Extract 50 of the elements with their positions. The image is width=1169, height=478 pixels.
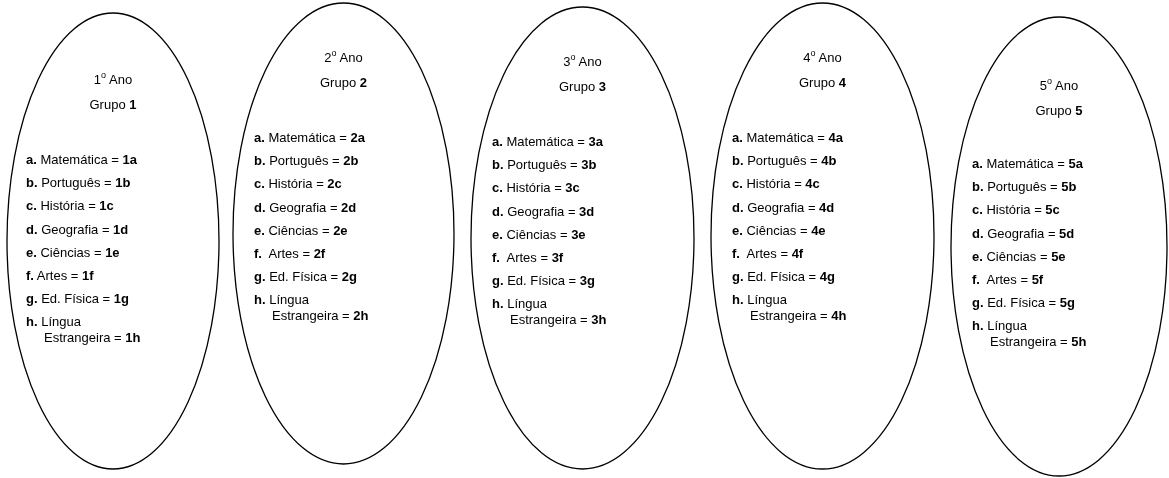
subject-code-item: d. Geografia = 1d: [26, 221, 130, 238]
subject-code-item: c. História = 3c: [492, 180, 581, 197]
subject-code-item: g. Ed. Física = 1g: [26, 291, 130, 308]
subject-code-item: b. Português = 4b: [732, 153, 838, 170]
subject-code-item: b. Português = 5b: [972, 179, 1078, 196]
subject-code-item: g. Ed. Física = 3g: [492, 273, 596, 290]
subject-code-item: g. Ed. Física = 5g: [972, 295, 1076, 312]
subject-code-item: a. Matemática = 3a: [492, 134, 604, 150]
group-heading: Grupo 2: [320, 75, 367, 90]
subject-code-item: e. Ciências = 1e: [26, 244, 121, 261]
subject-code-item: f. Artes = 5f: [972, 272, 1045, 288]
subject-code-item: e. Ciências = 2e: [254, 222, 349, 239]
subject-code-item: b. Português = 2b: [254, 153, 360, 170]
subject-code-item: c. História = 1c: [26, 198, 115, 215]
subject-code-item: c. História = 5c: [972, 202, 1061, 219]
subject-code-item: d. Geografia = 2d: [254, 199, 358, 216]
year-heading: 5$^{o}$ Ano: [1039, 78, 1079, 93]
year-heading: 2$^{o}$ Ano: [324, 50, 363, 65]
subject-code-item: f. Artes = 3f: [492, 250, 565, 266]
year-heading: 4$^{o}$ Ano: [803, 50, 842, 65]
subject-code-item: b. Português = 3b: [492, 157, 598, 174]
subject-code-item: g. Ed. Física = 2g: [254, 269, 358, 286]
group-heading: Grupo 3: [559, 79, 606, 94]
subject-code-item: g. Ed. Física = 4g: [732, 269, 836, 286]
subject-code-item: a. Matemática = 4a: [732, 130, 844, 146]
subject-code-item: f. Artes = 4f: [732, 246, 805, 262]
subject-code-item: h. Língua Estrangeira = 3h: [492, 296, 608, 329]
group-heading: Grupo 4: [799, 75, 846, 90]
subject-code-item: a. Matemática = 1a: [26, 152, 138, 168]
subject-code-item: e. Ciências = 3e: [492, 226, 587, 243]
subject-code-item: c. História = 2c: [254, 176, 343, 193]
year-heading: 1$^{o}$ Ano: [93, 72, 133, 87]
subject-code-item: f. Artes = 1f: [26, 268, 95, 284]
subject-code-item: d. Geografia = 5d: [972, 225, 1076, 242]
subject-code-item: d. Geografia = 3d: [492, 203, 596, 220]
subject-code-item: h. Língua Estrangeira = 1h: [26, 314, 142, 347]
subject-code-item: e. Ciências = 5e: [972, 248, 1067, 265]
subject-code-item: a. Matemática = 5a: [972, 156, 1084, 172]
year-heading: 3$^{o}$ Ano: [563, 54, 602, 69]
subject-code-item: c. História = 4c: [732, 176, 821, 193]
subject-code-item: h. Língua Estrangeira = 5h: [972, 318, 1088, 351]
subject-code-item: h. Língua Estrangeira = 2h: [254, 292, 370, 325]
group-heading: Grupo 1: [89, 97, 137, 112]
subject-code-item: b. Português = 1b: [26, 175, 132, 192]
group-heading: Grupo 5: [1035, 103, 1083, 118]
subject-code-item: e. Ciências = 4e: [732, 222, 827, 239]
subject-code-item: f. Artes = 2f: [254, 246, 327, 262]
subject-code-item: d. Geografia = 4d: [732, 199, 836, 216]
subject-code-item: h. Língua Estrangeira = 4h: [732, 292, 848, 325]
subject-code-item: a. Matemática = 2a: [254, 130, 366, 146]
